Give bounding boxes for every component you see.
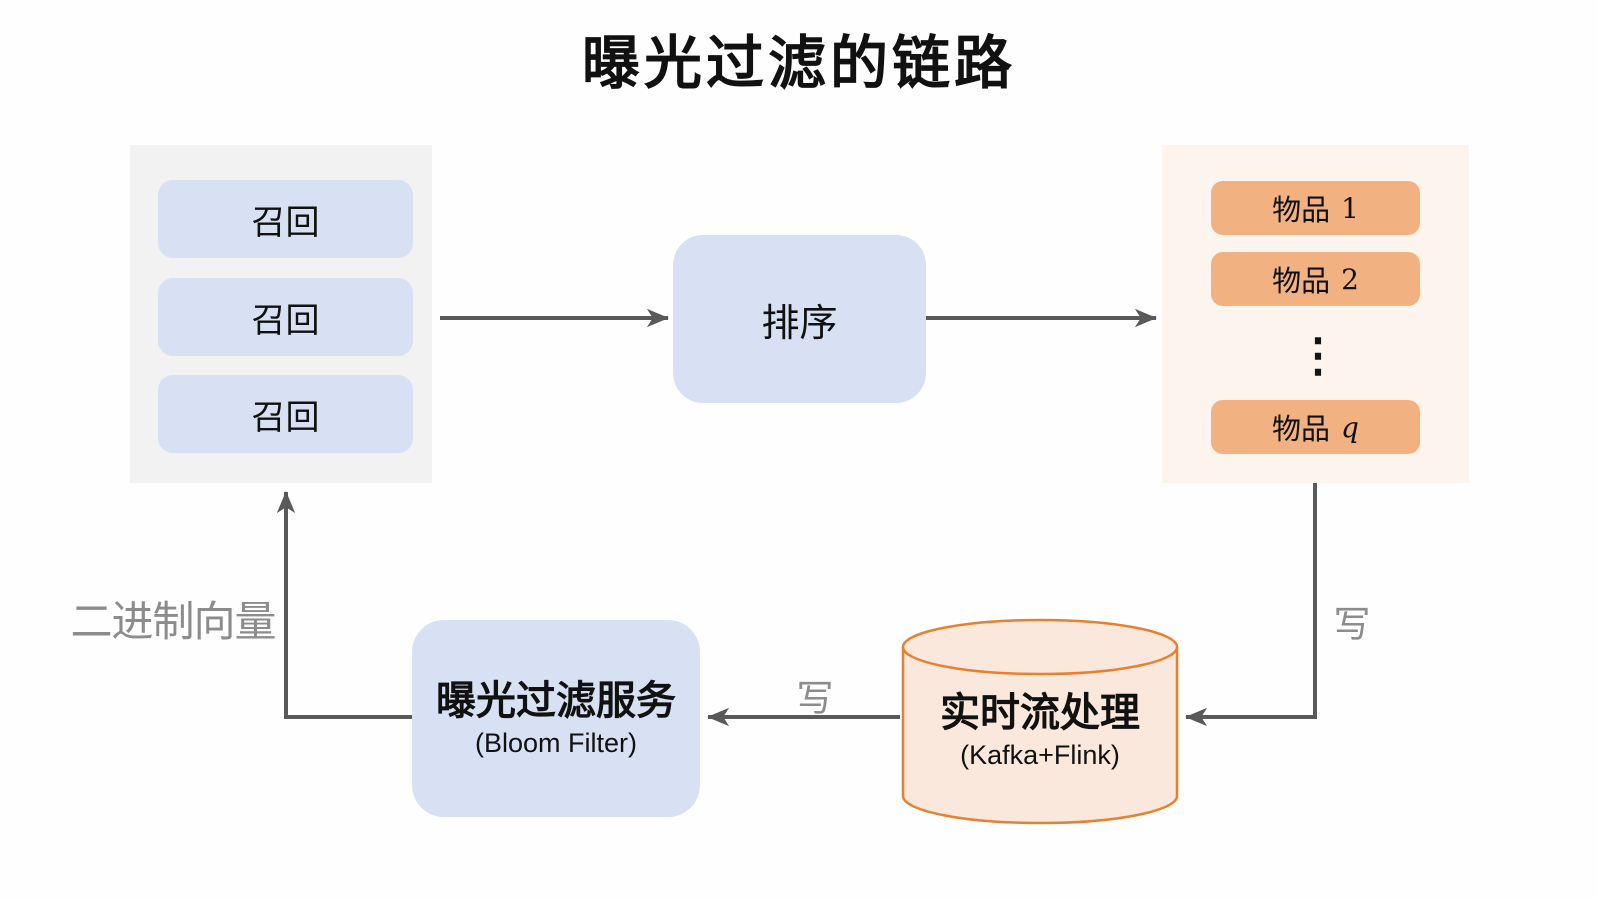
item-node-1: 物品 1 — [1211, 181, 1420, 235]
item-node-1-index: 1 — [1341, 191, 1359, 225]
recall-group-panel: 召回 召回 召回 — [130, 145, 432, 483]
item-node-2-index: 2 — [1341, 262, 1359, 296]
item-node-q: 物品 q — [1211, 400, 1420, 454]
recall-node-1: 召回 — [158, 180, 413, 258]
edge-filter-to-recall — [276, 491, 412, 719]
filter-service-sublabel: (Bloom Filter) — [474, 728, 637, 758]
item-node-q-label: 物品 — [1272, 414, 1331, 446]
recall-node-3: 召回 — [158, 375, 413, 453]
recall-node-1-label: 召回 — [251, 203, 320, 242]
recall-node-2: 召回 — [158, 278, 413, 356]
filter-service-label: 曝光过滤服务 — [436, 679, 676, 723]
items-group-panel: 物品 1 物品 2 ⋮ 物品 q — [1162, 145, 1469, 483]
stream-cylinder-shape — [901, 618, 1179, 825]
stream-node-label: 实时流处理 — [940, 690, 1140, 735]
binary-vector-label: 二进制向量 — [70, 598, 276, 645]
item-node-2-label: 物品 — [1272, 266, 1331, 298]
cylinder-body — [901, 647, 1179, 825]
filter-service-node: 曝光过滤服务 (Bloom Filter) — [412, 620, 700, 817]
recall-node-2-label: 召回 — [251, 301, 320, 340]
item-node-q-index: q — [1341, 410, 1359, 444]
item-node-2: 物品 2 — [1211, 252, 1420, 306]
item-node-1-label: 物品 — [1272, 195, 1331, 227]
write-label-middle: 写 — [796, 678, 834, 719]
stream-node: 实时流处理 (Kafka+Flink) — [900, 646, 1180, 814]
diagram-title: 曝光过滤的链路 — [581, 29, 1016, 97]
stream-node-sublabel: (Kafka+Flink) — [960, 739, 1120, 770]
recall-node-3-label: 召回 — [251, 398, 320, 437]
cylinder-top — [901, 618, 1179, 676]
ranking-node: 排序 — [673, 235, 926, 403]
vertical-ellipsis: ⋮ — [1295, 329, 1341, 381]
edge-items-to-stream — [1185, 483, 1317, 727]
write-label-right: 写 — [1333, 604, 1371, 645]
ranking-node-label: 排序 — [761, 302, 838, 345]
